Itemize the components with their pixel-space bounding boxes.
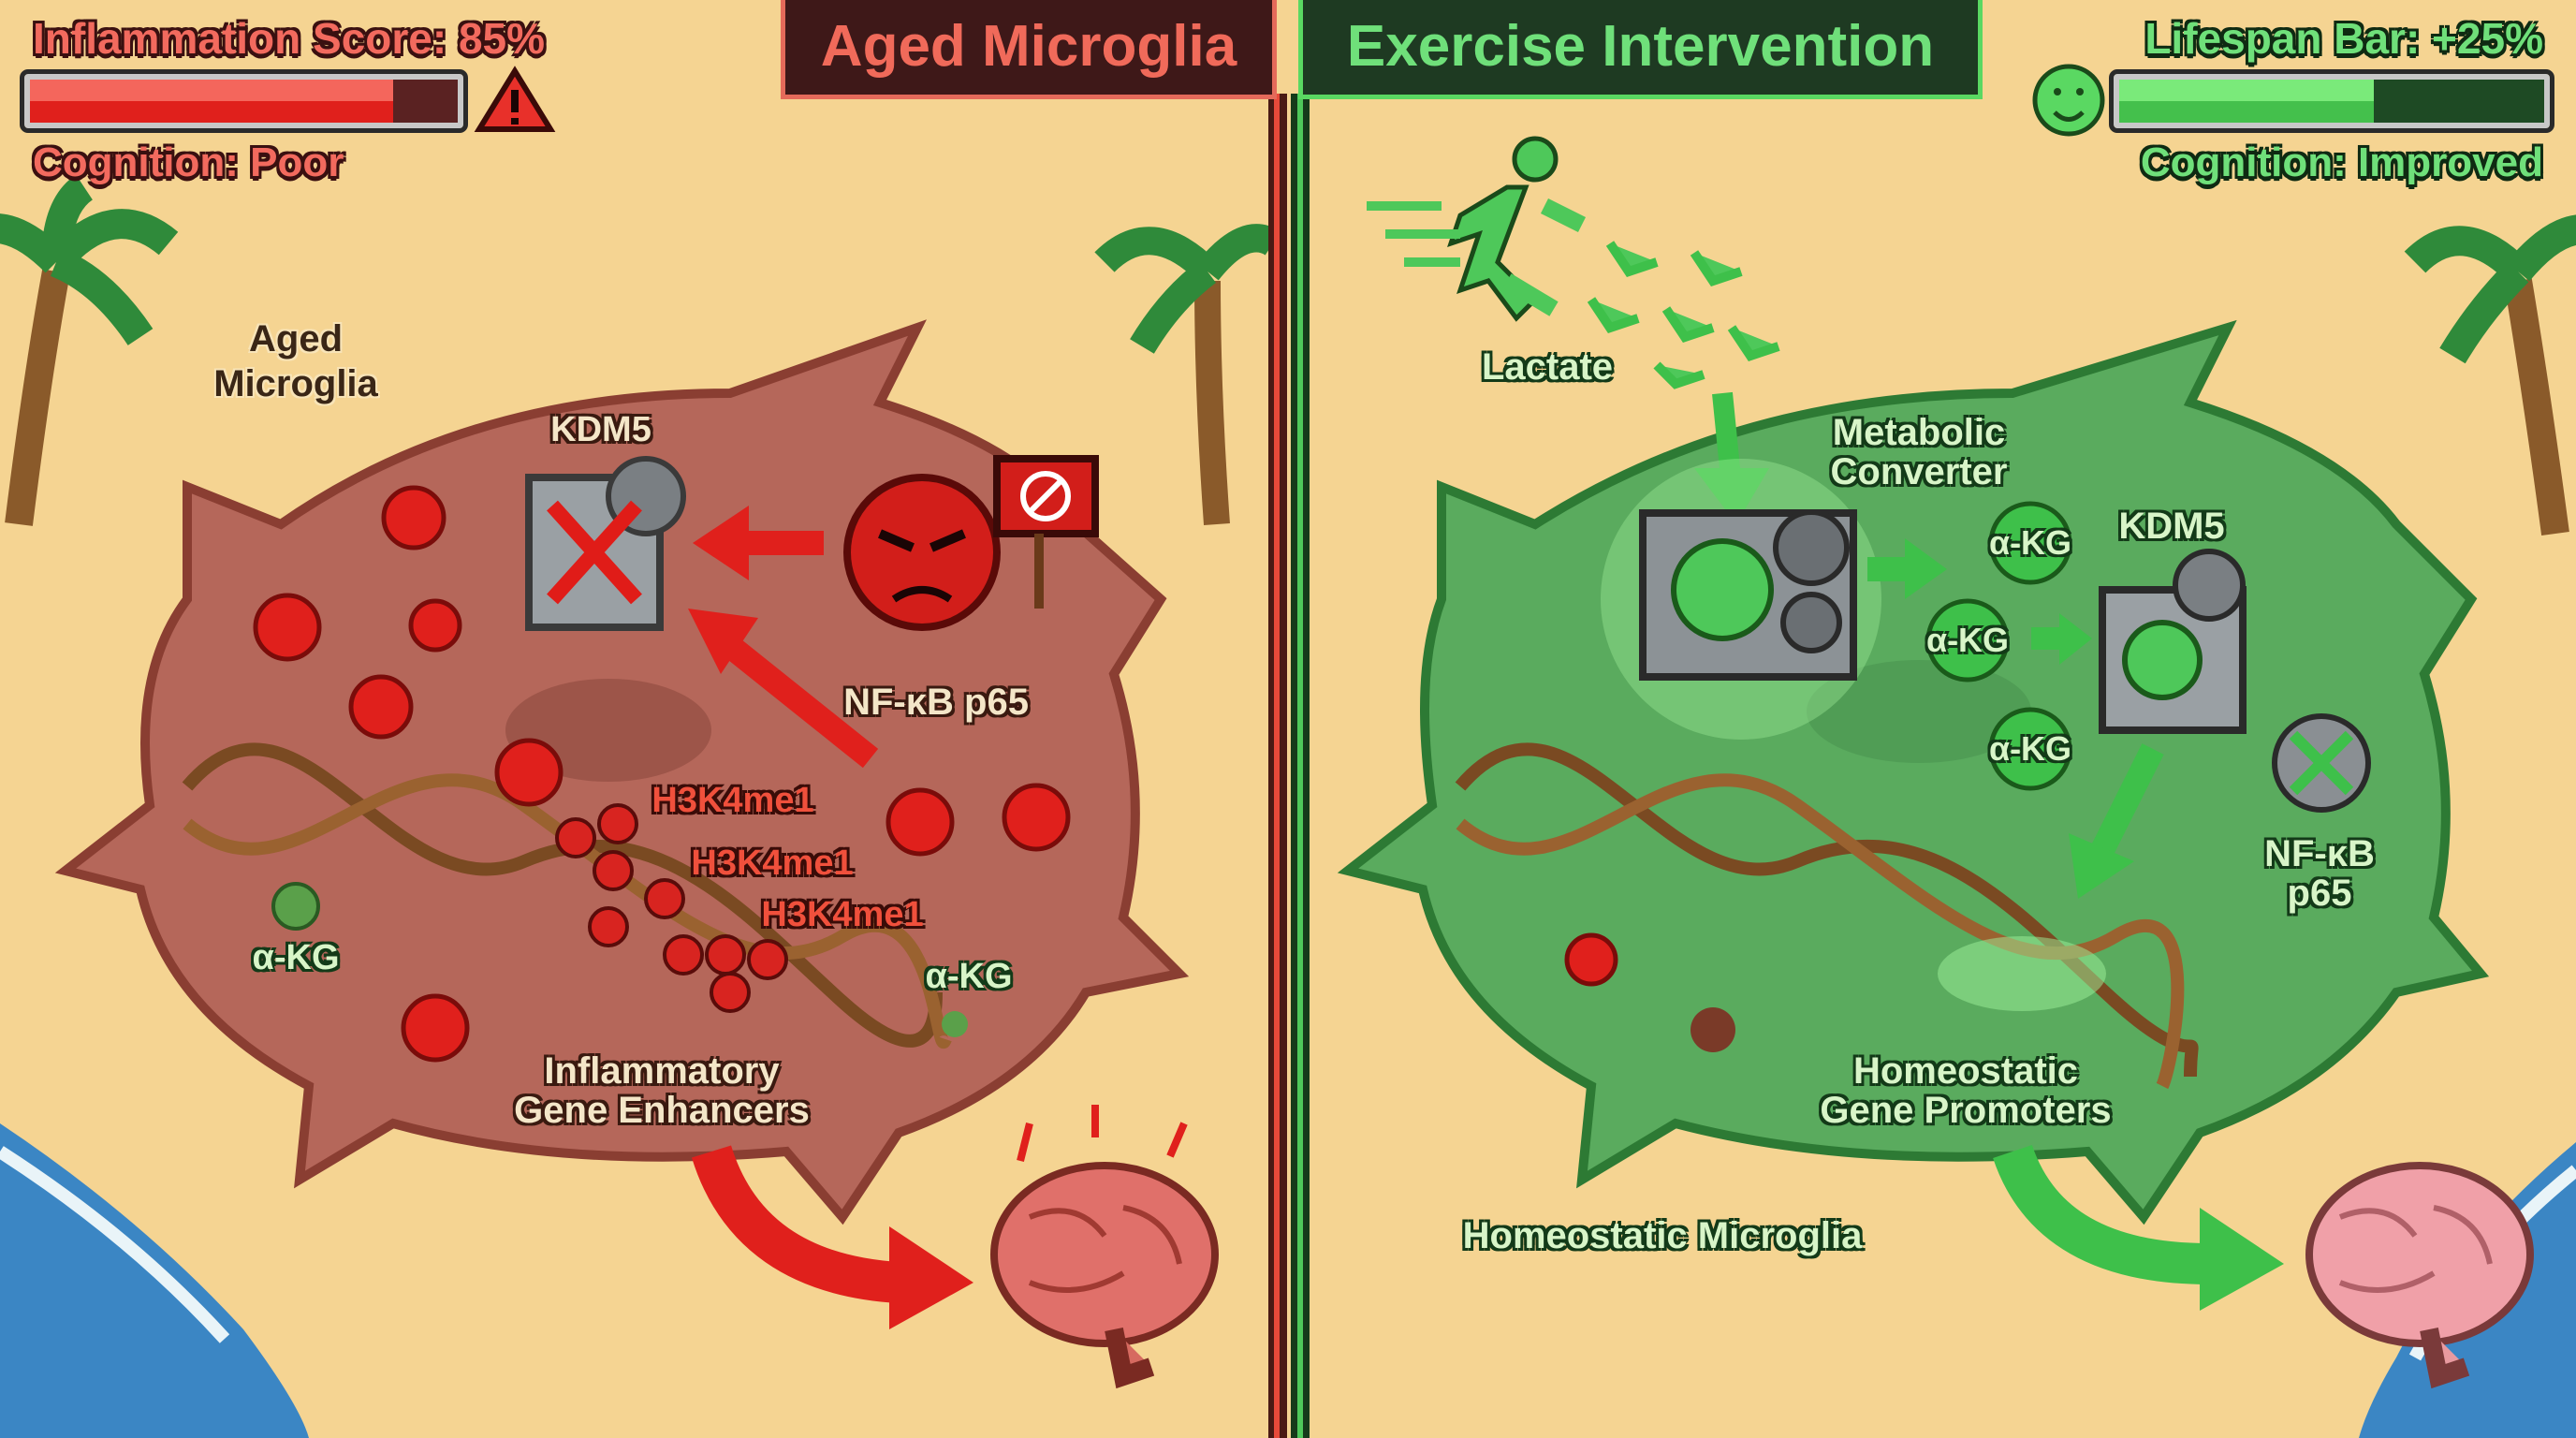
palm-tree-left <box>0 174 179 526</box>
akg-label-right-2: α-KG <box>1925 621 2010 659</box>
left-title: Aged Microglia <box>820 14 1237 79</box>
akg-label-left-1: α-KG <box>252 938 340 977</box>
kdm5-machine-left <box>525 456 686 631</box>
akg-molecule-left <box>271 882 320 931</box>
lactate-label: Lactate <box>1481 346 1614 388</box>
nfkb-label-right-line1: NF-κB <box>2264 833 2375 874</box>
cognition-improved-label: Cognition: Improved <box>2140 139 2543 185</box>
lifespan-score-label: Lifespan Bar: +25% <box>2144 14 2543 63</box>
inflammatory-particles <box>253 485 1618 1063</box>
left-title-banner: Aged Microglia <box>781 0 1277 99</box>
particle <box>1690 1007 1735 1052</box>
lactate-molecules <box>1587 241 1780 389</box>
palm-tree-right <box>2404 214 2576 536</box>
homeostatic-microglia-label: Homeostatic Microglia <box>1462 1215 1863 1256</box>
h3k4me1-label-3: H3K4me1 <box>761 895 924 934</box>
nfkb-label-right-line2: p65 <box>2287 873 2352 914</box>
akg-label-left-2: α-KG <box>925 957 1013 996</box>
healthy-brain-icon <box>2305 1162 2534 1389</box>
promoters-label-line1: Homeostatic <box>1852 1050 2079 1092</box>
red-outcome-arrow <box>691 1145 900 1303</box>
akg-label-right-3: α-KG <box>1988 729 2072 768</box>
cognition-poor-label: Cognition: Poor <box>33 139 344 185</box>
akg-label-right-1: α-KG <box>1988 523 2072 562</box>
palm-tree-mid <box>1094 224 1281 525</box>
lifespan-bar-fill <box>2119 80 2375 123</box>
h3k4me1-label-1: H3K4me1 <box>651 781 814 820</box>
inflammation-bar-fill <box>30 80 394 123</box>
h3k4me1-marks <box>555 803 788 1013</box>
aged-microglia-label-line2: Microglia <box>213 363 378 404</box>
metabolic-converter-machine <box>1601 459 1881 740</box>
kdm5-label-left: KDM5 <box>550 410 651 449</box>
aged-microglia-label-line1: Aged <box>249 318 343 360</box>
running-person-icon <box>1367 136 1587 322</box>
right-title: Exercise Intervention <box>1346 14 1935 79</box>
converter-label-line1: Metabolic <box>1832 412 2006 453</box>
promoters-label-line2: Gene Promoters <box>1820 1090 2112 1131</box>
right-title-banner: Exercise Intervention <box>1298 0 1983 99</box>
h3k4me1-label-2: H3K4me1 <box>691 844 854 883</box>
kdm5-label-right: KDM5 <box>2118 506 2225 547</box>
nfkb-label-left: NF-κB p65 <box>843 682 1029 723</box>
dna-helix-right <box>1455 742 2199 1090</box>
inhibition-arrows <box>688 506 879 769</box>
inflamed-brain-icon <box>990 1105 1219 1389</box>
akg-molecule-small <box>942 1011 968 1037</box>
inflammation-score-label: Inflammation Score: 85% <box>33 14 546 63</box>
enhancers-label-line1: Inflammatory <box>544 1050 780 1092</box>
smiley-face-icon <box>2032 64 2105 137</box>
lifespan-bar <box>2109 69 2554 133</box>
warning-triangle-icon <box>474 66 556 132</box>
green-outcome-arrow <box>1993 1144 2210 1284</box>
converter-label-line2: Converter <box>1830 451 2008 492</box>
kdm5-machine-right <box>2099 549 2247 734</box>
akg-molecules-right <box>1925 501 2072 791</box>
nfkb-angry-icon <box>843 455 1099 631</box>
inflammation-bar <box>20 69 468 133</box>
homeostatic-microglia-cell <box>1337 319 2490 1225</box>
nfkb-inhibited-icon <box>2272 713 2371 813</box>
enhancers-label-line2: Gene Enhancers <box>514 1090 810 1131</box>
